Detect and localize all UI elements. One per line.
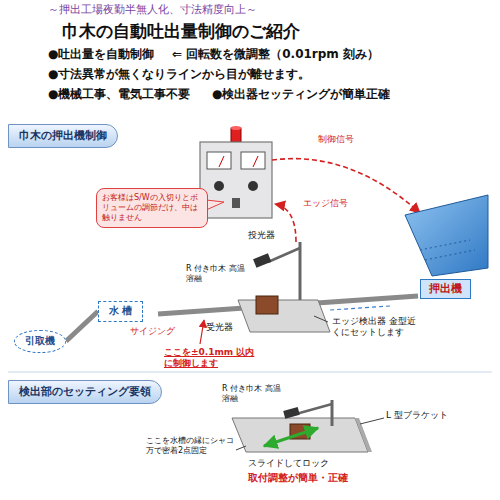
extruder: 押出機 (420, 279, 471, 299)
control-signal (272, 159, 420, 213)
annotation-label: R 付き巾木 高温溶融 (186, 264, 248, 283)
callout-tail (206, 200, 224, 210)
node-text: 巾木の押出機制御 (19, 129, 107, 143)
annotation-label: 受光器 (206, 322, 233, 333)
node-text: 押出機 (429, 282, 462, 296)
annotation-label: サイジング (130, 326, 175, 337)
node-text: 水 槽 (109, 305, 132, 318)
edge-detector (238, 242, 330, 332)
edge-signal (275, 204, 296, 242)
control-box (200, 126, 272, 218)
callout-bubble: お客様はS/Wの入切りとボリュームの調節だけ、中は触りません (96, 188, 208, 228)
leader-line (200, 320, 204, 344)
node-text: お客様はS/Wの入切りとボリュームの調節だけ、中は触りません (102, 193, 202, 223)
annotation-label: ⇐ 回転数を微調整（0.01rpm 刻み） (172, 47, 379, 61)
detector-setting (232, 400, 384, 452)
separator (8, 372, 492, 373)
product-strip-connector (66, 311, 98, 341)
annotation-label: 取付調整が簡単・正確 (248, 472, 348, 484)
page-title: 巾木の自動吐出量制御のご紹介 (62, 21, 300, 41)
node-text: 検出部のセッティング要領 (19, 385, 151, 399)
puller: 引取機 (14, 330, 66, 353)
annotation-label: 制御信号 (318, 134, 354, 145)
annotation-label: エッジ信号 (303, 198, 348, 209)
annotation-label: エッジ検出器 金型近くにセットします (332, 316, 416, 338)
annotation-label: L 型ブラケット (386, 410, 448, 421)
annotation-label: ●機械工事、電気工事不要 (48, 87, 190, 101)
annotation-label: ●寸法異常が無くなりラインから目が離せます。 (48, 67, 310, 81)
annotation-label: スライドしてロック (248, 458, 329, 469)
annotation-label: ここを±0.1mm 以内に制御します (164, 347, 256, 369)
annotation-label: ●検出器セッティングが簡単正確 (212, 87, 390, 101)
flow-mark (330, 306, 390, 310)
annotation-label: 投光器 (248, 230, 275, 241)
water-tank: 水 槽 (98, 301, 143, 322)
annotation-label: ●吐出量を自動制御 (48, 47, 154, 61)
section-banner: 巾木の押出機制御 (8, 124, 118, 148)
node-text: 引取機 (25, 335, 55, 348)
annotation-label: ここを水槽の縁にシャコ万で密着2点固定 (146, 436, 234, 455)
annotation-label: R 付き巾木 高温溶融 (222, 384, 284, 403)
extruder-figure (405, 195, 488, 276)
annotation-label: ～押出工場夜勤半無人化、寸法精度向上～ (48, 3, 257, 16)
section-banner: 検出部のセッティング要領 (8, 380, 162, 404)
